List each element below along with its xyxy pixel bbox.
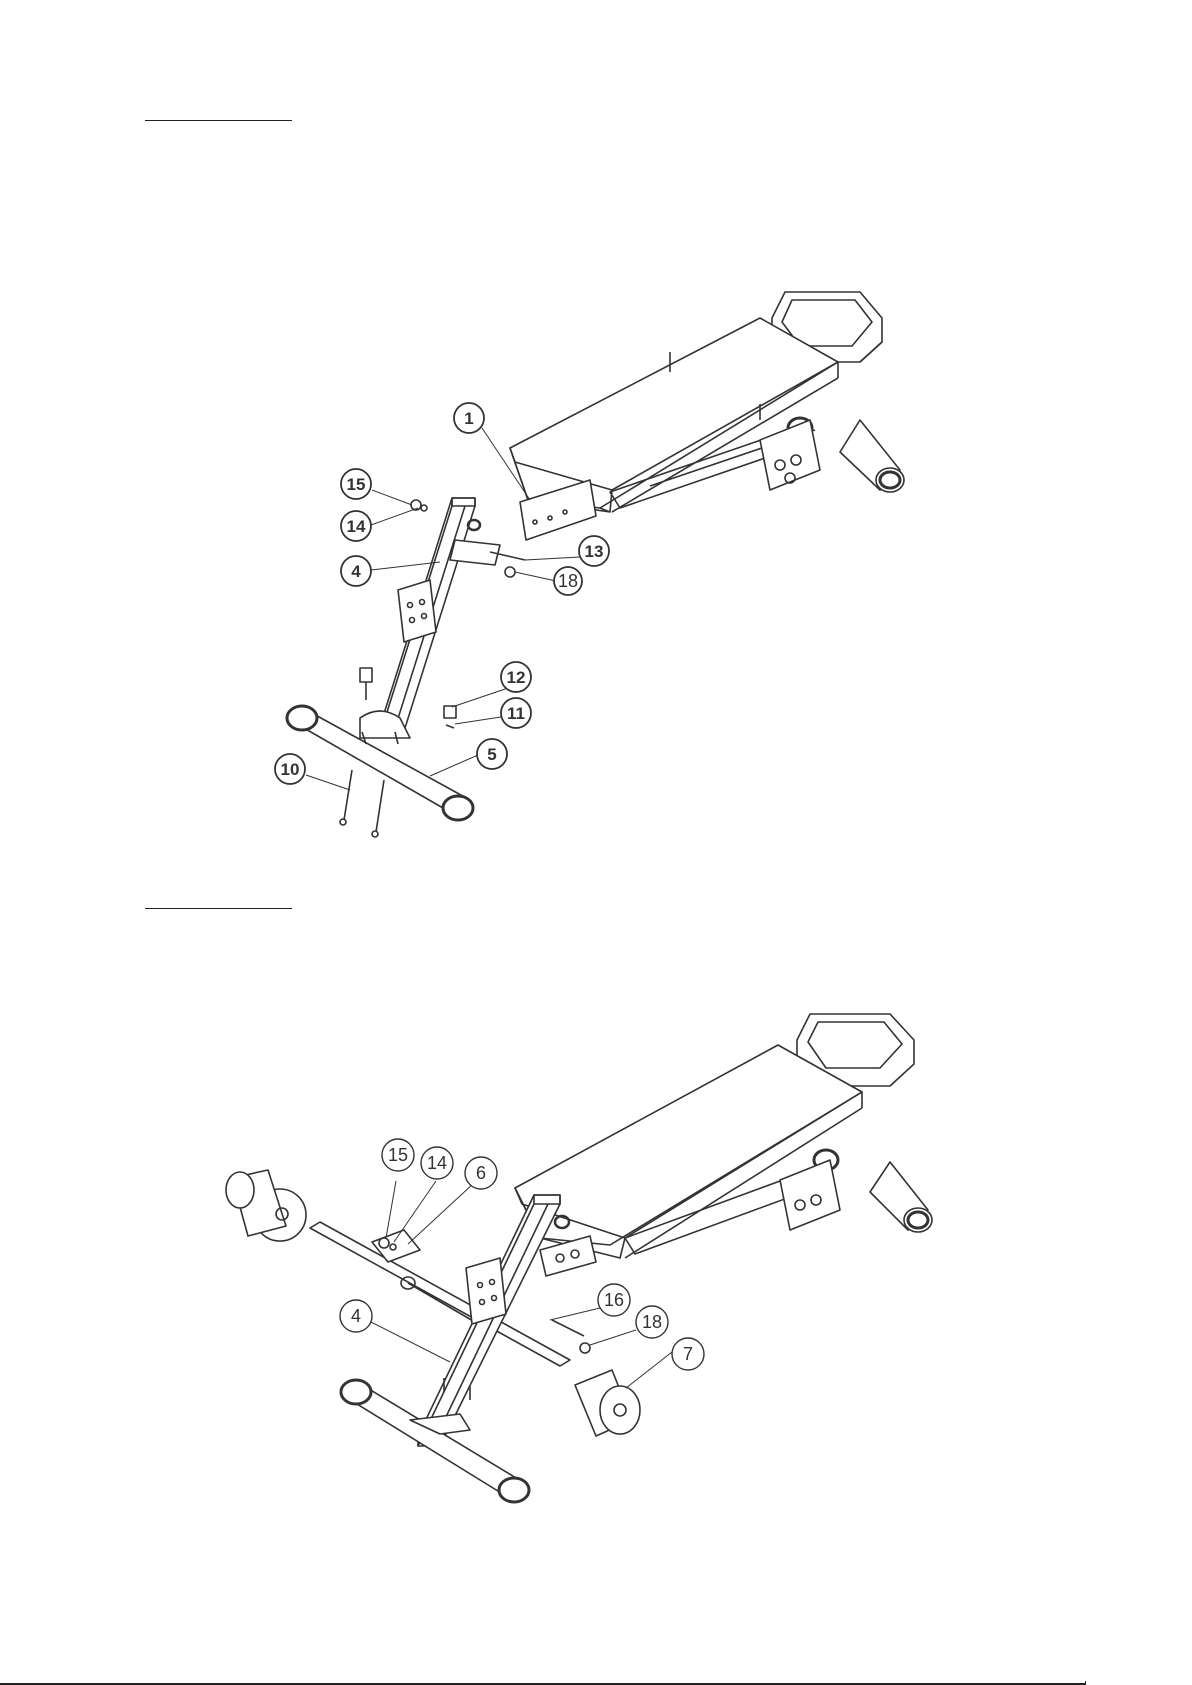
callout-11: 11 bbox=[507, 704, 525, 723]
front-upright-tube bbox=[382, 498, 500, 728]
callout-1: 1 bbox=[464, 409, 473, 428]
callout-13: 13 bbox=[585, 542, 604, 561]
callout-15: 15 bbox=[388, 1145, 408, 1165]
callout-12: 12 bbox=[507, 668, 526, 687]
page-bottom-mark bbox=[1085, 1681, 1086, 1685]
front-base-tube bbox=[341, 1380, 529, 1502]
callout-6: 6 bbox=[476, 1163, 486, 1183]
long-bolts bbox=[340, 770, 384, 837]
callout-7: 7 bbox=[683, 1344, 693, 1364]
callout-18: 18 bbox=[642, 1312, 662, 1332]
callout-14: 14 bbox=[347, 517, 366, 536]
step-1-heading-rule bbox=[145, 120, 292, 121]
step-2-assembly-diagram: 15 14 6 4 16 18 7 bbox=[0, 1000, 1192, 1520]
callout-5: 5 bbox=[487, 745, 496, 764]
front-upright-tube bbox=[418, 1195, 569, 1446]
callout-4: 4 bbox=[351, 1306, 361, 1326]
seat-front-bracket bbox=[540, 1236, 596, 1276]
callout-10: 10 bbox=[281, 760, 300, 779]
callout-4: 4 bbox=[351, 562, 361, 581]
callout-16: 16 bbox=[604, 1290, 624, 1310]
callout-15: 15 bbox=[347, 475, 366, 494]
step-2-heading-rule bbox=[145, 908, 292, 909]
callout-14: 14 bbox=[427, 1153, 447, 1173]
callout-18: 18 bbox=[558, 571, 578, 591]
step-1-assembly-diagram: 1 15 14 4 13 18 12 11 5 10 bbox=[0, 280, 1192, 860]
